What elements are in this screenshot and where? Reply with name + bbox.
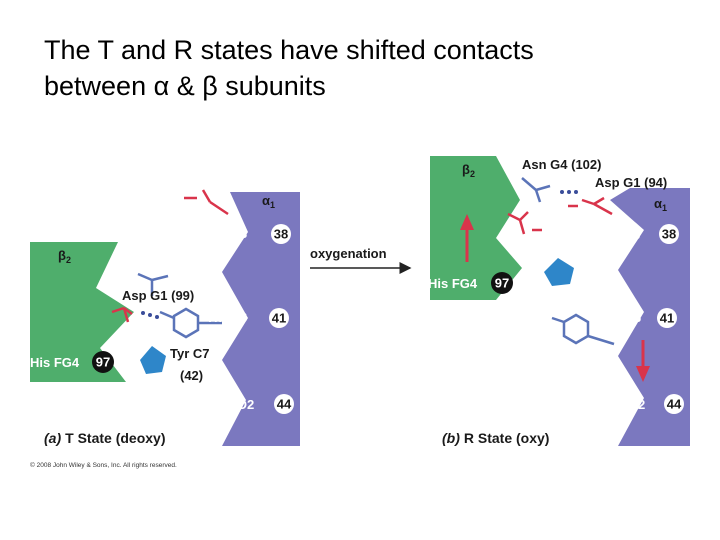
panel-b-beta-label: β2 <box>462 162 475 179</box>
panel-a-thr-c6-badge <box>269 308 289 328</box>
title-line-2: between α & β subunits <box>44 71 326 101</box>
panel-a-asp-g1-label: Asp G1 (99) <box>122 288 194 303</box>
panel-a-caption: (a)T State (deoxy) <box>44 430 165 446</box>
panel-b-thr-c3-number: 38 <box>662 227 676 242</box>
panel-b-hydrogen-bond <box>560 190 578 194</box>
copyright-notice: © 2008 John Wiley & Sons, Inc. All right… <box>30 461 177 469</box>
panel-b-alpha1-subunit <box>610 188 690 446</box>
panel-b-thr-c3-label: Thr C3 <box>599 227 640 242</box>
panel-a-acidic-side-chain-top <box>184 189 229 216</box>
panel-b-acidic-side-chain <box>507 211 542 235</box>
panel-b-tyr-motion-arrow <box>636 340 650 382</box>
panel-a-his-fg4-label: His FG4 <box>30 355 80 370</box>
panel-a-tyr-oh <box>159 310 175 320</box>
panel-b-pro-cd2-number: 44 <box>667 397 682 412</box>
panel-b-alpha-label: α1 <box>654 196 667 213</box>
panel-b-asn-side-chain <box>521 177 551 203</box>
panel-b-histidine-ring <box>544 258 574 286</box>
panel-a-thr-c6-number: 41 <box>272 311 286 326</box>
panel-b-his-fg4-label: His FG4 <box>428 276 478 291</box>
panel-a-his-fg4-number: 97 <box>96 355 110 370</box>
oxygenation-label: oxygenation <box>310 246 387 261</box>
panel-b-caption: (b)R State (oxy) <box>442 430 549 446</box>
panel-b-tyr-oh <box>551 316 565 324</box>
panel-b-asp-g1-side-chain <box>568 196 613 216</box>
panel-a-hydrogen-bond <box>141 311 159 319</box>
oxygenation-transition: oxygenation <box>310 246 412 274</box>
panel-b-pro-cd2-badge <box>664 394 684 414</box>
panel-b-pro-cd2-label: Pro CD2 <box>594 397 645 412</box>
slide-title: The T and R states have shifted contacts… <box>44 32 684 104</box>
panel-b-asn-g4-label: Asn G4 (102) <box>522 157 601 172</box>
title-line-1: The T and R states have shifted contacts <box>44 35 534 65</box>
panel-a-pro-cd2-label: Pro CD2 <box>203 397 254 412</box>
panel-b-tyr-ring <box>562 313 590 345</box>
panel-b-asp-g1-label: Asp G1 (94) <box>595 175 667 190</box>
panel-b-thr-c3-badge <box>659 224 679 244</box>
panel-b-r-state: β2 α1 Asn G4 (102) Asp G1 (94) <box>428 156 690 446</box>
panel-b-tyr-bond <box>587 334 615 346</box>
panel-b-his-motion-arrow <box>460 214 474 262</box>
panel-a-thr-c3-badge <box>271 224 291 244</box>
panel-a-his-fg4-badge <box>92 351 114 373</box>
panel-a-beta2-subunit <box>30 242 134 382</box>
panel-a-alpha1-subunit <box>222 192 300 446</box>
panel-b-thr-c6-badge <box>657 308 677 328</box>
panel-a-acidic-side-chain-mid <box>111 306 133 323</box>
panel-a-asp-g1-side-chain <box>137 272 169 296</box>
panel-b-his-fg4-badge <box>491 272 513 294</box>
panel-b-thr-c6-number: 41 <box>660 311 674 326</box>
panel-a-tyr-ring <box>172 307 200 339</box>
panel-a-alpha-label: α1 <box>262 193 275 210</box>
panel-a-tyr-c7-number: (42) <box>180 368 203 383</box>
panel-b-his-fg4-number: 97 <box>495 276 509 291</box>
panel-a-pro-cd2-number: 44 <box>277 397 292 412</box>
panel-a-tyr-c7-label: Tyr C7 <box>170 346 210 361</box>
panel-a-beta-label: β2 <box>58 248 71 265</box>
panel-a-thr-c3-label: Thr C3 <box>206 226 247 241</box>
panel-b-beta2-subunit <box>430 156 522 300</box>
panel-a-t-state: α1 β2 Thr C3 38 Asp G1 (99) <box>30 189 300 446</box>
panel-a-thr-c3-number: 38 <box>274 227 288 242</box>
panel-b-thr-c6-label: Thr C6 <box>600 310 641 325</box>
panel-a-thr-c6-label: Thr C6 <box>206 310 247 325</box>
panel-a-pro-cd2-badge <box>274 394 294 414</box>
panel-a-histidine-ring <box>140 346 166 374</box>
